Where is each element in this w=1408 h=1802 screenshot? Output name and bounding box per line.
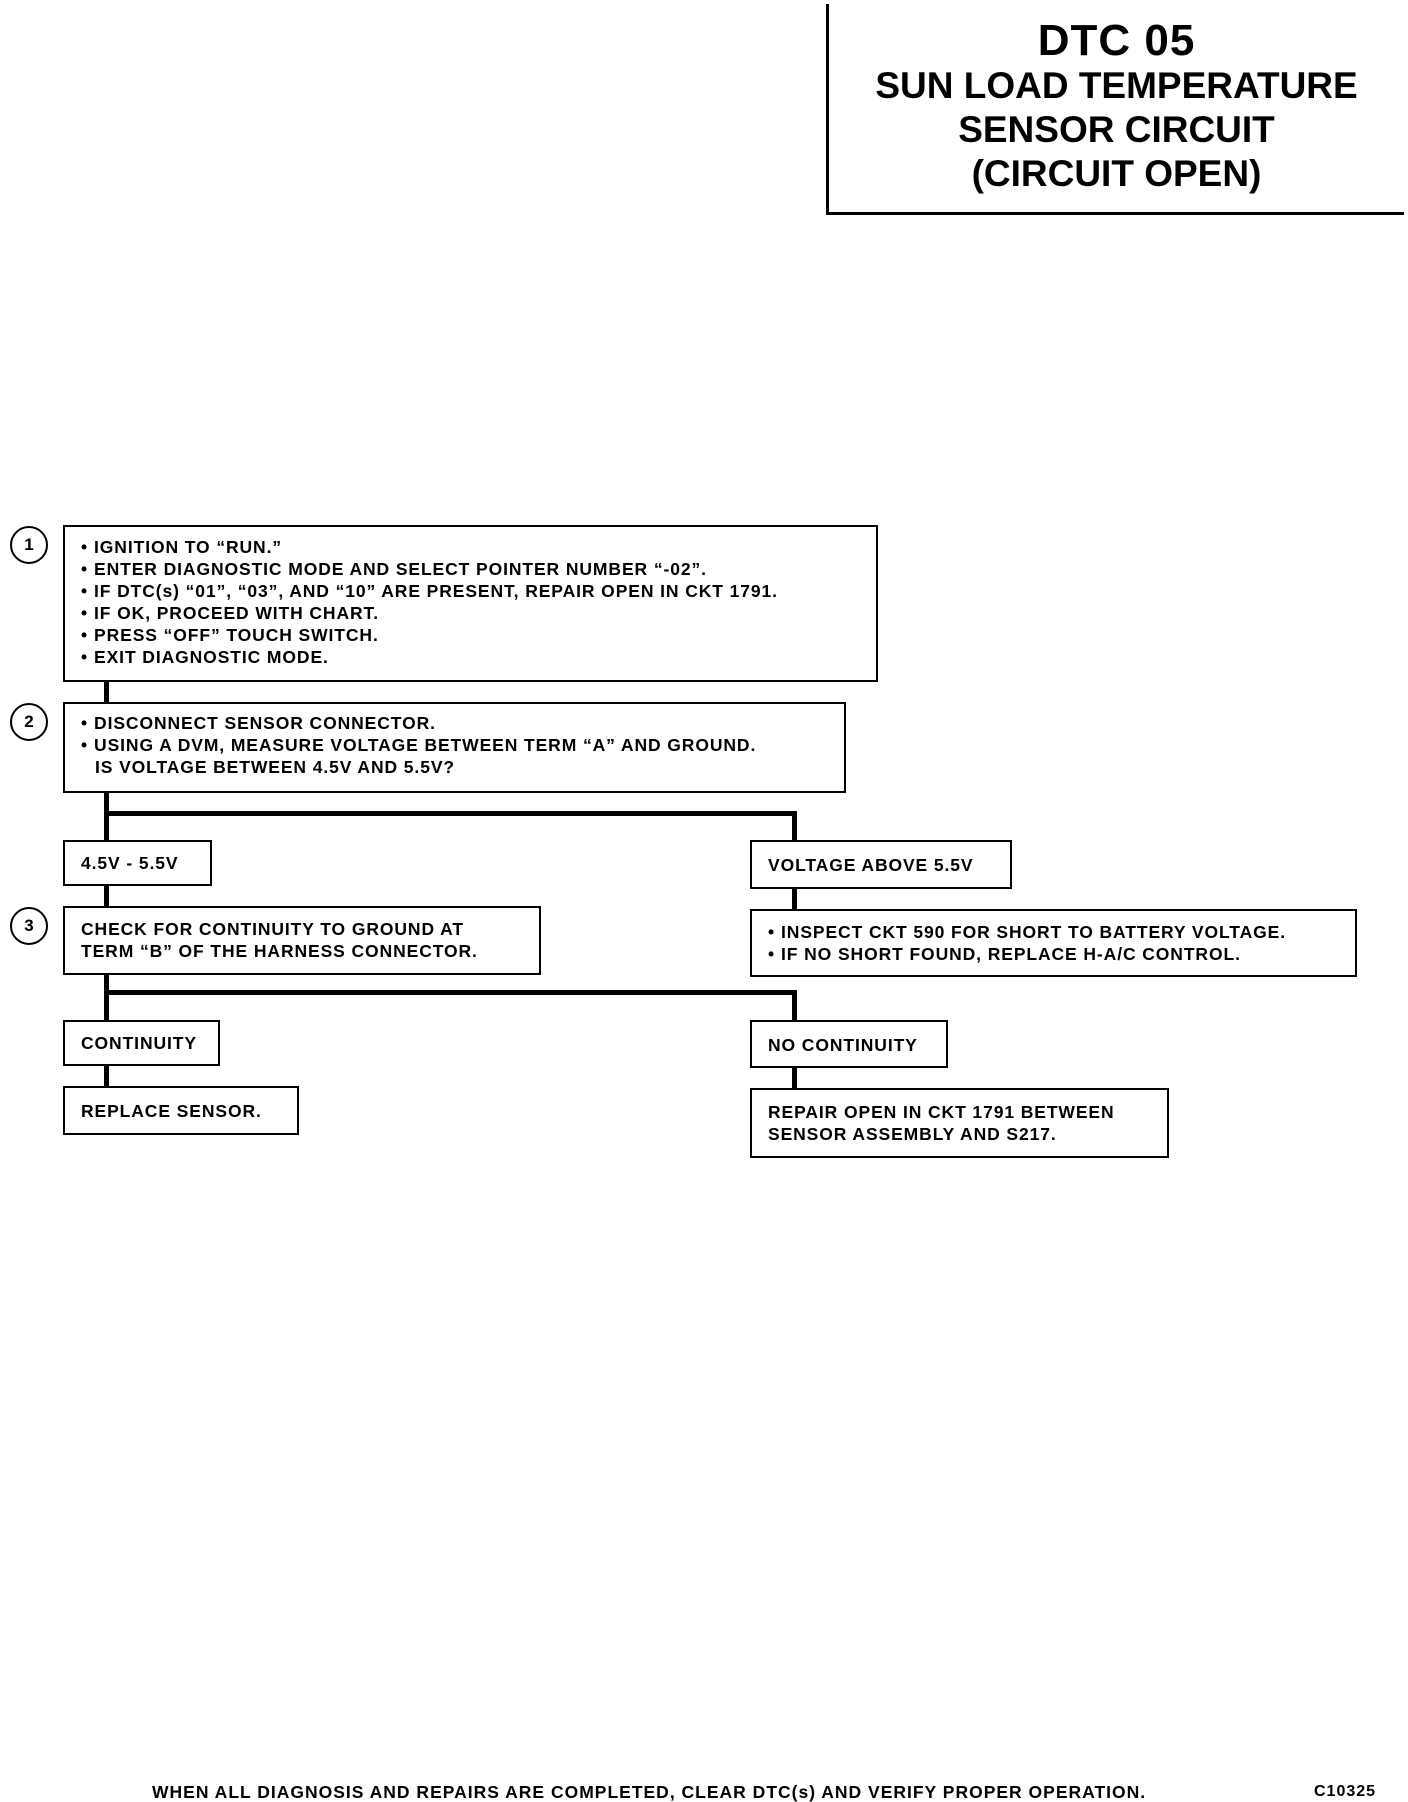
connector-branch-right-down [792,811,797,841]
title-block: DTC 05 SUN LOAD TEMPERATURE SENSOR CIRCU… [826,4,1404,215]
above-action-line: IF NO SHORT FOUND, REPLACE H-A/C CONTROL… [768,943,1345,965]
branch-in-range: 4.5V - 5.5V [63,840,212,886]
title-line-3: (CIRCUIT OPEN) [971,153,1262,194]
footer-note: WHEN ALL DIAGNOSIS AND REPAIRS ARE COMPL… [152,1782,1147,1802]
connector-step3-right-down [792,990,797,1021]
connector-continuity-action [104,1064,109,1087]
branch-no-continuity: NO CONTINUITY [750,1020,948,1068]
step-2-line: DISCONNECT SENSOR CONNECTOR. [81,712,834,734]
connector-step2-branch [104,792,109,841]
step-number-3: 3 [10,907,48,945]
step-1-line: EXIT DIAGNOSTIC MODE. [81,646,866,668]
above-action-line: INSPECT CKT 590 FOR SHORT TO BATTERY VOL… [768,921,1345,943]
step-3-line: CHECK FOR CONTINUITY TO GROUND AT [81,919,464,939]
title-line-2: SENSOR CIRCUIT [958,109,1275,150]
connector-inrange-step3 [104,885,109,907]
step-1-line: PRESS “OFF” TOUCH SWITCH. [81,624,866,646]
dtc-code: DTC 05 [1037,16,1196,65]
no-continuity-action-line: SENSOR ASSEMBLY AND S217. [768,1124,1057,1144]
figure-code: C10325 [1314,1783,1377,1800]
step-1-line: IF DTC(s) “01”, “03”, AND “10” ARE PRESE… [81,580,866,602]
title-line-1: SUN LOAD TEMPERATURE [875,65,1358,106]
connector-nocontinuity-action [792,1066,797,1089]
connector-step1-step2 [104,680,109,704]
step-3-box: CHECK FOR CONTINUITY TO GROUND AT TERM “… [63,906,541,975]
step-3-line: TERM “B” OF THE HARNESS CONNECTOR. [81,941,478,961]
no-continuity-action-box: REPAIR OPEN IN CKT 1791 BETWEEN SENSOR A… [750,1088,1169,1158]
step-1-line: IF OK, PROCEED WITH CHART. [81,602,866,624]
continuity-action-box: REPLACE SENSOR. [63,1086,299,1135]
connector-above-action [792,888,797,910]
above-action-box: INSPECT CKT 590 FOR SHORT TO BATTERY VOL… [750,909,1357,977]
step-1-line: ENTER DIAGNOSTIC MODE AND SELECT POINTER… [81,558,866,580]
step-2-question: IS VOLTAGE BETWEEN 4.5V AND 5.5V? [95,757,455,777]
step-2-line: USING A DVM, MEASURE VOLTAGE BETWEEN TER… [81,734,834,756]
step-1-box: IGNITION TO “RUN.” ENTER DIAGNOSTIC MODE… [63,525,878,682]
step-2-box: DISCONNECT SENSOR CONNECTOR. USING A DVM… [63,702,846,793]
step-1-line: IGNITION TO “RUN.” [81,536,866,558]
step-number-2: 2 [10,703,48,741]
step-number-1: 1 [10,526,48,564]
branch-voltage-above: VOLTAGE ABOVE 5.5V [750,840,1012,889]
connector-branch-horizontal [104,811,797,816]
connector-step3-branch [104,974,109,1021]
no-continuity-action-line: REPAIR OPEN IN CKT 1791 BETWEEN [768,1102,1115,1122]
connector-step3-horizontal [104,990,797,995]
branch-continuity: CONTINUITY [63,1020,220,1066]
